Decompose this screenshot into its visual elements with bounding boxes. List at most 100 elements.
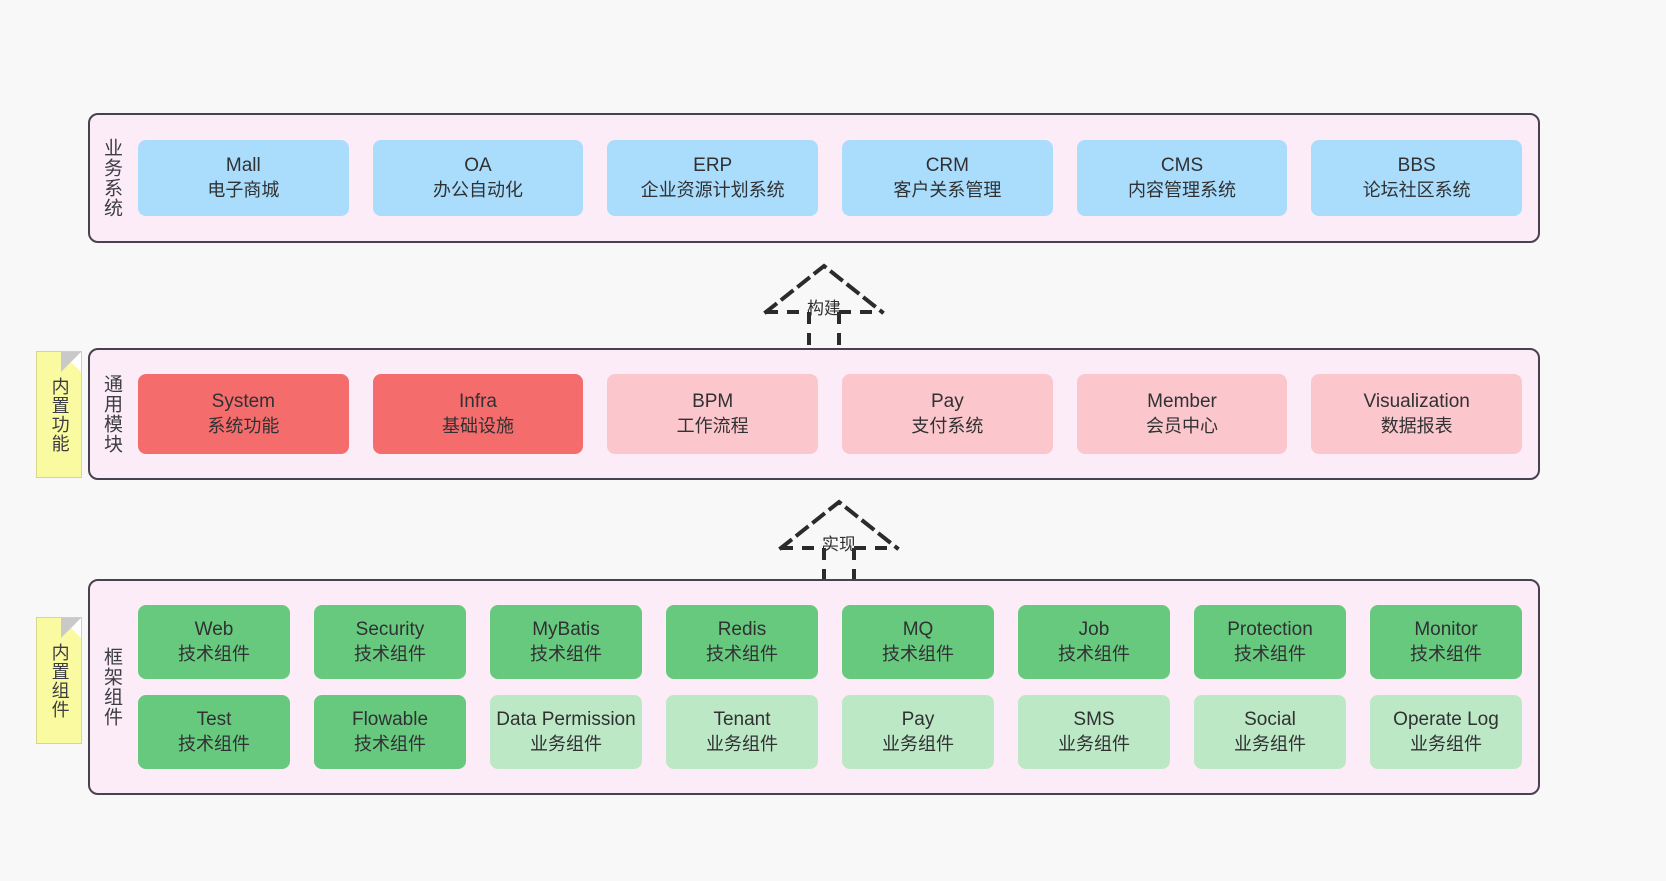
- node-bbs-title: BBS: [1397, 155, 1436, 177]
- node-system-subtitle: 系统功能: [207, 415, 280, 436]
- node-data-permission-title: Data Permission: [496, 709, 636, 731]
- node-cms[interactable]: CMS 内容管理系统: [1076, 140, 1288, 216]
- node-erp-title: ERP: [693, 155, 733, 177]
- node-social-subtitle: 业务组件: [1234, 733, 1306, 754]
- node-pay-module-subtitle: 支付系统: [911, 415, 984, 436]
- node-data-permission-subtitle: 业务组件: [530, 733, 602, 754]
- node-bbs[interactable]: BBS 论坛社区系统: [1311, 140, 1523, 216]
- note-builtin-components: 内置组件: [36, 617, 82, 744]
- node-infra-title: Infra: [458, 391, 498, 413]
- node-redis-title: Redis: [717, 619, 767, 641]
- layer-framework-components: 框架组件 Web 技术组件 Security 技术组件 MyBatis 技术组件…: [88, 579, 1540, 795]
- node-mybatis[interactable]: MyBatis 技术组件: [490, 605, 642, 679]
- node-security[interactable]: Security 技术组件: [314, 605, 466, 679]
- node-oa[interactable]: OA 办公自动化: [372, 140, 584, 216]
- layer-common-modules: 通用模块 System 系统功能 Infra 基础设施 BPM 工作流程 Pay: [88, 348, 1540, 480]
- connector-build: 构建: [744, 258, 904, 354]
- note-builtin-features: 内置功能: [36, 351, 82, 478]
- node-infra[interactable]: Infra 基础设施: [372, 374, 584, 454]
- node-mall[interactable]: Mall 电子商城: [138, 140, 349, 216]
- node-security-subtitle: 技术组件: [354, 643, 426, 664]
- node-operate-log[interactable]: Operate Log 业务组件: [1370, 695, 1522, 769]
- node-bpm-title: BPM: [692, 391, 734, 413]
- node-tenant-subtitle: 业务组件: [706, 733, 778, 754]
- node-monitor-subtitle: 技术组件: [1410, 643, 1482, 664]
- layer-business-systems: 业务系统 Mall 电子商城 OA 办公自动化 ERP 企业资源计划系统 CRM: [88, 113, 1540, 243]
- node-sms[interactable]: SMS 业务组件: [1018, 695, 1170, 769]
- node-operate-log-subtitle: 业务组件: [1410, 733, 1482, 754]
- node-social[interactable]: Social 业务组件: [1194, 695, 1346, 769]
- node-system-title: System: [211, 391, 276, 413]
- node-member-title: Member: [1147, 391, 1217, 413]
- layer-framework-components-title: 框架组件: [101, 647, 123, 727]
- node-web-title: Web: [194, 619, 234, 641]
- node-protection-title: Protection: [1227, 619, 1313, 641]
- note-builtin-components-text: 内置组件: [49, 642, 70, 719]
- node-infra-subtitle: 基础设施: [442, 415, 514, 436]
- node-redis[interactable]: Redis 技术组件: [666, 605, 818, 679]
- node-pay-component-title: Pay: [901, 709, 935, 731]
- node-protection[interactable]: Protection 技术组件: [1194, 605, 1346, 679]
- node-visualization-title: Visualization: [1363, 391, 1470, 413]
- node-visualization[interactable]: Visualization 数据报表: [1311, 374, 1523, 454]
- node-tenant[interactable]: Tenant 业务组件: [666, 695, 818, 769]
- node-member[interactable]: Member 会员中心: [1076, 374, 1288, 454]
- node-test-title: Test: [196, 709, 232, 731]
- node-bbs-subtitle: 论坛社区系统: [1362, 179, 1471, 200]
- node-crm-title: CRM: [925, 155, 969, 177]
- node-operate-log-title: Operate Log: [1393, 709, 1499, 731]
- node-redis-subtitle: 技术组件: [706, 643, 778, 664]
- connector-implement: 实现: [759, 494, 919, 590]
- node-mybatis-subtitle: 技术组件: [530, 643, 602, 664]
- business-systems-row: Mall 电子商城 OA 办公自动化 ERP 企业资源计划系统 CRM 客户关系…: [138, 140, 1523, 216]
- node-test[interactable]: Test 技术组件: [138, 695, 290, 769]
- node-mall-title: Mall: [225, 155, 261, 177]
- node-bpm[interactable]: BPM 工作流程: [607, 374, 819, 454]
- node-flowable-subtitle: 技术组件: [354, 733, 426, 754]
- node-erp[interactable]: ERP 企业资源计划系统: [607, 140, 819, 216]
- node-oa-subtitle: 办公自动化: [433, 179, 523, 200]
- node-pay-component[interactable]: Pay 业务组件: [842, 695, 994, 769]
- node-sms-subtitle: 业务组件: [1058, 733, 1130, 754]
- node-system[interactable]: System 系统功能: [138, 374, 349, 454]
- connector-implement-label: 实现: [822, 535, 856, 554]
- node-web-subtitle: 技术组件: [178, 643, 250, 664]
- node-mybatis-title: MyBatis: [532, 619, 600, 641]
- node-cms-title: CMS: [1160, 155, 1204, 177]
- node-sms-title: SMS: [1073, 709, 1115, 731]
- note-builtin-features-text: 内置功能: [49, 376, 70, 453]
- node-job-title: Job: [1078, 619, 1110, 641]
- node-monitor-title: Monitor: [1414, 619, 1478, 641]
- node-member-subtitle: 会员中心: [1146, 415, 1219, 436]
- node-oa-title: OA: [464, 155, 492, 177]
- layer-business-systems-body: Mall 电子商城 OA 办公自动化 ERP 企业资源计划系统 CRM 客户关系…: [128, 115, 1538, 241]
- node-mq[interactable]: MQ 技术组件: [842, 605, 994, 679]
- node-pay-module[interactable]: Pay 支付系统: [842, 374, 1053, 454]
- node-flowable-title: Flowable: [351, 709, 429, 731]
- node-security-title: Security: [355, 619, 425, 641]
- node-protection-subtitle: 技术组件: [1234, 643, 1306, 664]
- framework-business-row: Test 技术组件 Flowable 技术组件 Data Permission …: [138, 695, 1522, 769]
- framework-tech-row: Web 技术组件 Security 技术组件 MyBatis 技术组件 Redi…: [138, 605, 1522, 679]
- node-social-title: Social: [1244, 709, 1296, 731]
- node-cms-subtitle: 内容管理系统: [1128, 179, 1237, 200]
- layer-common-modules-body: System 系统功能 Infra 基础设施 BPM 工作流程 Pay 支付系统…: [128, 350, 1538, 478]
- node-tenant-title: Tenant: [713, 709, 771, 731]
- layer-business-systems-title: 业务系统: [101, 138, 123, 218]
- node-bpm-subtitle: 工作流程: [676, 415, 749, 436]
- node-pay-component-subtitle: 业务组件: [882, 733, 954, 754]
- node-web[interactable]: Web 技术组件: [138, 605, 290, 679]
- node-flowable[interactable]: Flowable 技术组件: [314, 695, 466, 769]
- node-crm-subtitle: 客户关系管理: [893, 179, 1002, 200]
- node-job-subtitle: 技术组件: [1058, 643, 1130, 664]
- node-mq-title: MQ: [902, 619, 934, 641]
- node-job[interactable]: Job 技术组件: [1018, 605, 1170, 679]
- node-crm[interactable]: CRM 客户关系管理: [842, 140, 1053, 216]
- node-monitor[interactable]: Monitor 技术组件: [1370, 605, 1522, 679]
- node-mq-subtitle: 技术组件: [882, 643, 954, 664]
- node-mall-subtitle: 电子商城: [207, 179, 280, 200]
- node-pay-module-title: Pay: [930, 391, 964, 413]
- node-test-subtitle: 技术组件: [178, 733, 250, 754]
- node-data-permission[interactable]: Data Permission 业务组件: [490, 695, 642, 769]
